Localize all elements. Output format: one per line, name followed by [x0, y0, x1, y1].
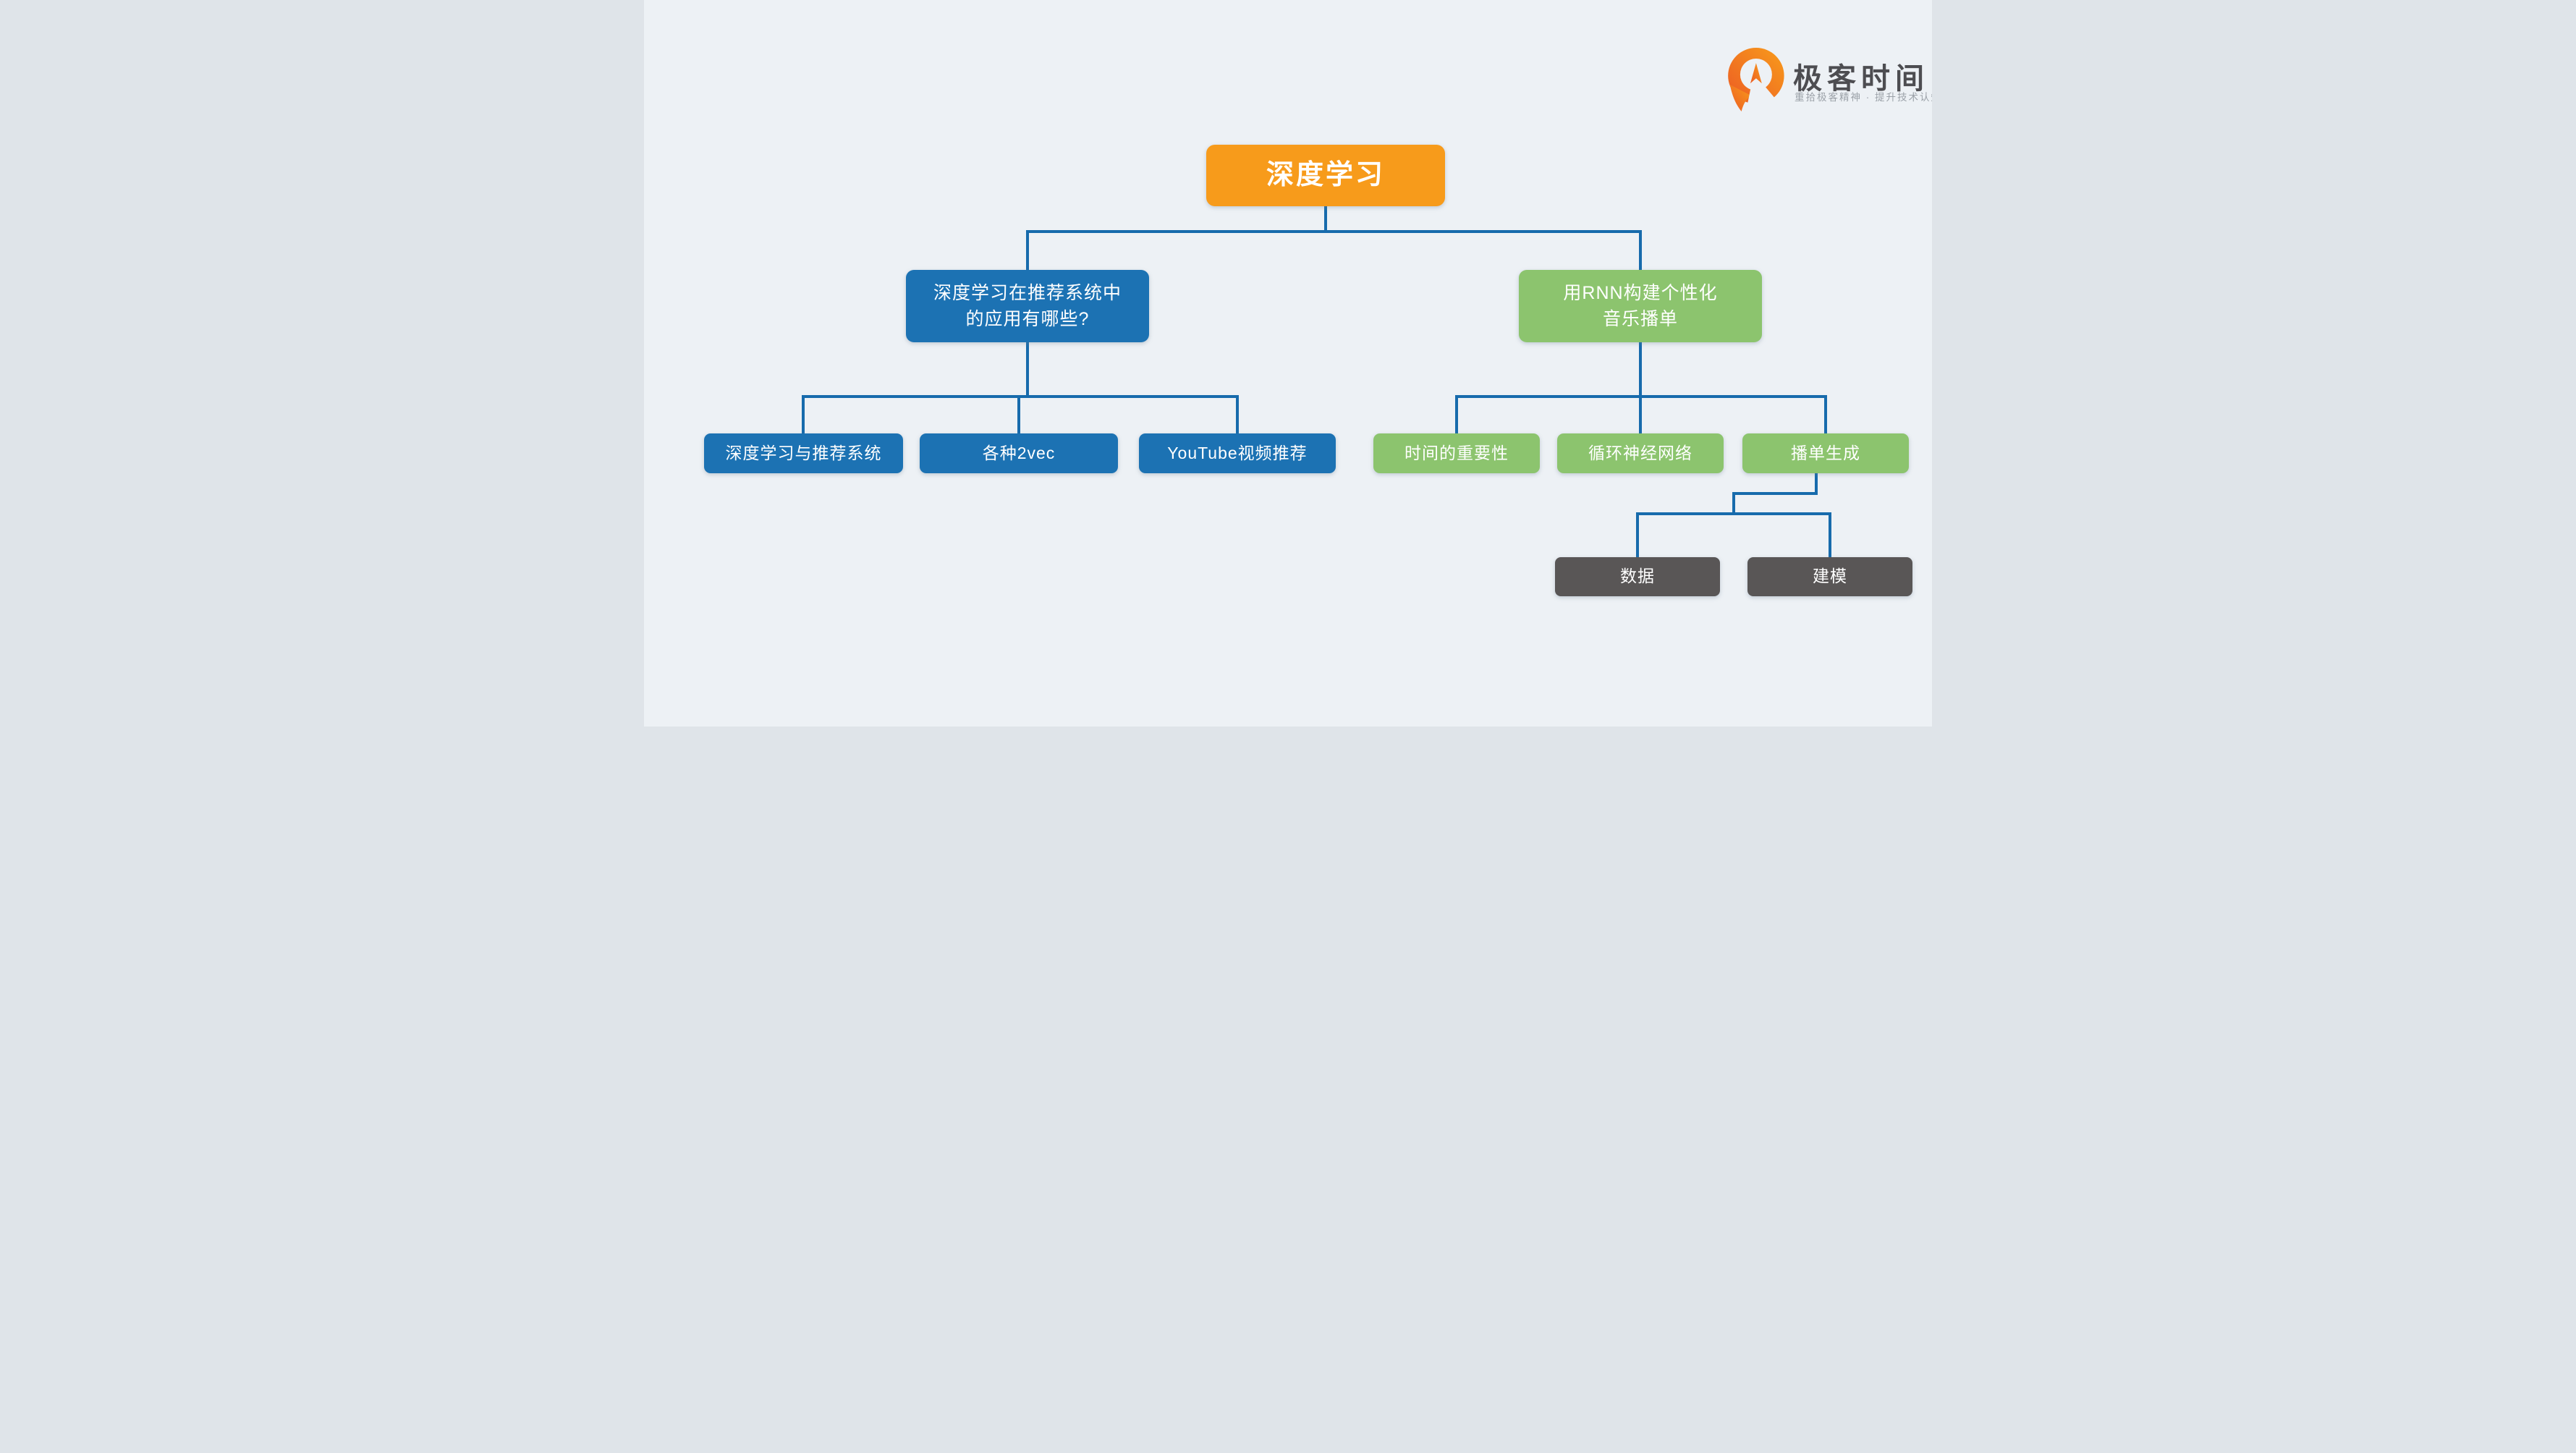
connector-line: [1017, 395, 1020, 433]
connector-line: [1026, 342, 1029, 398]
connector-line: [802, 395, 805, 433]
right-child-node[interactable]: 播单生成: [1742, 433, 1909, 473]
connector-line: [1829, 512, 1831, 557]
connector-line: [1732, 492, 1735, 514]
left-branch-topic-node[interactable]: 深度学习在推荐系统中 的应用有哪些?: [906, 270, 1149, 342]
connector-line: [1324, 206, 1327, 232]
connector-line: [1815, 473, 1818, 495]
connector-line: [802, 395, 1239, 398]
connector-line: [1236, 395, 1239, 433]
right-child-node[interactable]: 时间的重要性: [1373, 433, 1540, 473]
playlist-sub-node[interactable]: 建模: [1747, 557, 1912, 596]
logo-brand-text: 极客时间: [1793, 63, 1929, 95]
connector-line: [1636, 512, 1831, 515]
left-child-node[interactable]: 深度学习与推荐系统: [704, 433, 903, 473]
geektime-logo-icon: [1728, 48, 1784, 113]
right-child-node[interactable]: 循环神经网络: [1557, 433, 1724, 473]
connector-line: [1639, 395, 1642, 433]
connector-line: [1026, 230, 1642, 233]
right-branch-topic-node[interactable]: 用RNN构建个性化 音乐播单: [1519, 270, 1762, 342]
playlist-sub-node[interactable]: 数据: [1555, 557, 1720, 596]
connector-line: [1732, 492, 1818, 495]
connector-line: [1639, 342, 1642, 398]
left-child-node[interactable]: YouTube视频推荐: [1139, 433, 1336, 473]
connector-line: [1636, 512, 1639, 557]
logo-tagline: 重拾极客精神 · 提升技术认知: [1795, 92, 1932, 103]
connector-line: [1455, 395, 1458, 433]
connector-line: [1639, 230, 1642, 270]
left-child-node[interactable]: 各种2vec: [920, 433, 1118, 473]
connector-line: [1824, 395, 1827, 433]
connector-line: [1026, 230, 1029, 270]
geektime-logo: 极客时间 重拾极客精神 · 提升技术认知: [1724, 45, 1932, 114]
mindmap-canvas: 极客时间 重拾极客精神 · 提升技术认知 深度学习 深度学习在推荐系统中 的应用…: [644, 0, 1932, 726]
root-topic-node[interactable]: 深度学习: [1206, 145, 1445, 206]
